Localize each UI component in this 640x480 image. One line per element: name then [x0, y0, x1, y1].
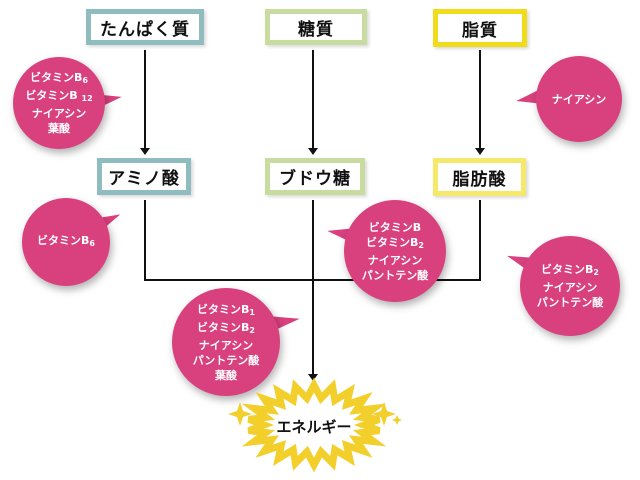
bubble-energy-vitamins: ビタミンB1 ビタミンB2 ナイアシン パントテン酸 葉酸 — [172, 288, 280, 396]
vitamin-item: ナイアシン — [367, 253, 423, 267]
product-box-fatty-acid: 脂肪酸 — [433, 158, 526, 196]
product-box-glucose: ブドウ糖 — [265, 158, 365, 195]
vitamin-item: ナイアシン — [542, 281, 598, 294]
vitamin-item: ビタミンB6 — [30, 71, 88, 85]
vitamin-item: ビタミンB1 — [197, 302, 255, 317]
vitamin-item: ビタミンB 12 — [25, 89, 93, 103]
product-label-amino-acid: アミノ酸 — [108, 169, 180, 189]
sparkle-icon-right — [372, 402, 402, 426]
vitamin-item: ナイアシン — [198, 338, 254, 352]
nutrient-box-sugar: 糖質 — [265, 9, 367, 45]
arrow-line-protein — [144, 50, 146, 150]
arrowhead-sugar — [308, 148, 318, 155]
vitamin-item: ナイアシン — [551, 92, 607, 106]
connector-amino-down — [144, 200, 146, 281]
vitamin-item: 葉酸 — [48, 122, 70, 135]
arrow-line-sugar — [312, 50, 314, 150]
product-label-glucose: ブドウ糖 — [279, 169, 351, 189]
bubble-fat-vitamins: ナイアシン — [536, 56, 622, 142]
nutrient-box-fat: 脂質 — [433, 9, 527, 47]
nutrient-box-protein: たんぱく質 — [86, 9, 204, 45]
vitamin-item: ビタミンB2 — [366, 235, 424, 250]
bubble-glucose-vitamins: ビタミンB ビタミンB2 ナイアシン パントテン酸 — [344, 200, 446, 302]
arrowhead-energy — [308, 374, 318, 381]
arrowhead-protein — [140, 148, 150, 155]
nutrient-label-protein: たんぱく質 — [100, 19, 190, 40]
vitamin-item: ナイアシン — [31, 107, 87, 120]
arrowhead-fat — [475, 148, 485, 155]
product-label-fatty-acid: 脂肪酸 — [452, 169, 507, 190]
vitamin-item: パントテン酸 — [361, 268, 429, 282]
bubble-amino-vitamins: ビタミンB6 — [22, 198, 110, 286]
vitamin-item: 葉酸 — [215, 368, 237, 382]
energy-label: エネルギー — [276, 418, 352, 436]
vitamin-item: パントテン酸 — [192, 353, 260, 367]
sparkle-icon-left — [228, 402, 258, 426]
vitamin-item: ビタミンB2 — [197, 320, 255, 335]
vitamin-item: パントテン酸 — [536, 296, 604, 309]
product-box-amino-acid: アミノ酸 — [97, 158, 191, 195]
bubble-fatty-vitamins: ビタミンB2 ナイアシン パントテン酸 — [520, 236, 620, 336]
vitamin-item: ビタミンB6 — [37, 234, 95, 248]
connector-glucose-down — [312, 200, 314, 376]
nutrient-label-fat: 脂質 — [462, 20, 498, 41]
arrow-line-fat — [479, 50, 481, 150]
connector-fatty-down — [479, 200, 481, 281]
energy-burst — [241, 377, 387, 473]
vitamin-item: ビタミンB — [368, 220, 422, 234]
vitamin-item: ビタミンB2 — [541, 263, 599, 277]
nutrient-label-sugar: 糖質 — [298, 19, 334, 40]
bubble-protein-vitamins: ビタミンB6 ビタミンB 12 ナイアシン 葉酸 — [13, 57, 105, 149]
